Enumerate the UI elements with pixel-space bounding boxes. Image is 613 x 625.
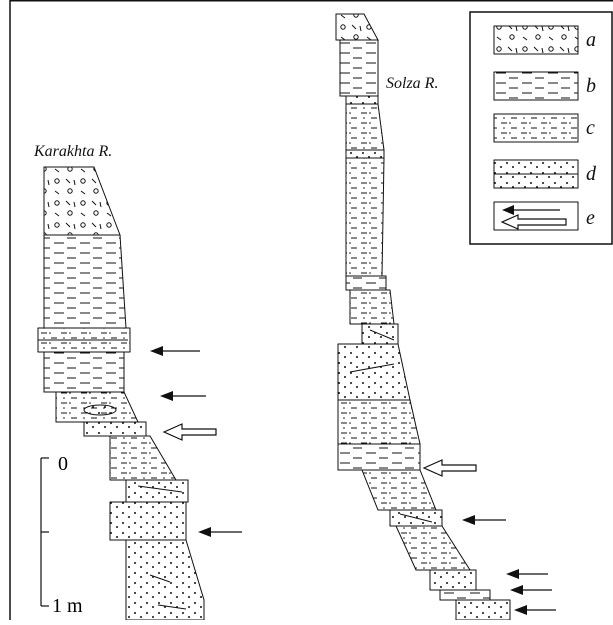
scale-top-label: 0 xyxy=(58,453,68,475)
legend-item-a: a xyxy=(493,25,596,55)
legend-label-d: d xyxy=(586,163,597,185)
karakhta-title: Karakhta R. xyxy=(33,143,112,160)
solza-arrows xyxy=(422,459,556,615)
legend-label-e: e xyxy=(586,207,595,229)
karakhta-arrows xyxy=(150,346,242,537)
scale-bar: 0 1 m xyxy=(40,453,83,617)
legend-label-c: c xyxy=(586,117,595,139)
legend-label-a: a xyxy=(586,29,596,51)
karakhta-column xyxy=(37,166,205,621)
scale-bottom-label: 1 m xyxy=(52,595,83,617)
legend-box: a b c d e xyxy=(469,11,613,245)
legend-item-b: b xyxy=(493,71,596,101)
legend-item-e: e xyxy=(493,201,595,231)
legend-item-c: c xyxy=(493,113,595,143)
solza-column xyxy=(335,13,511,621)
legend-item-d: d xyxy=(493,159,597,189)
legend-label-b: b xyxy=(586,75,596,97)
solza-title: Solza R. xyxy=(386,75,438,92)
